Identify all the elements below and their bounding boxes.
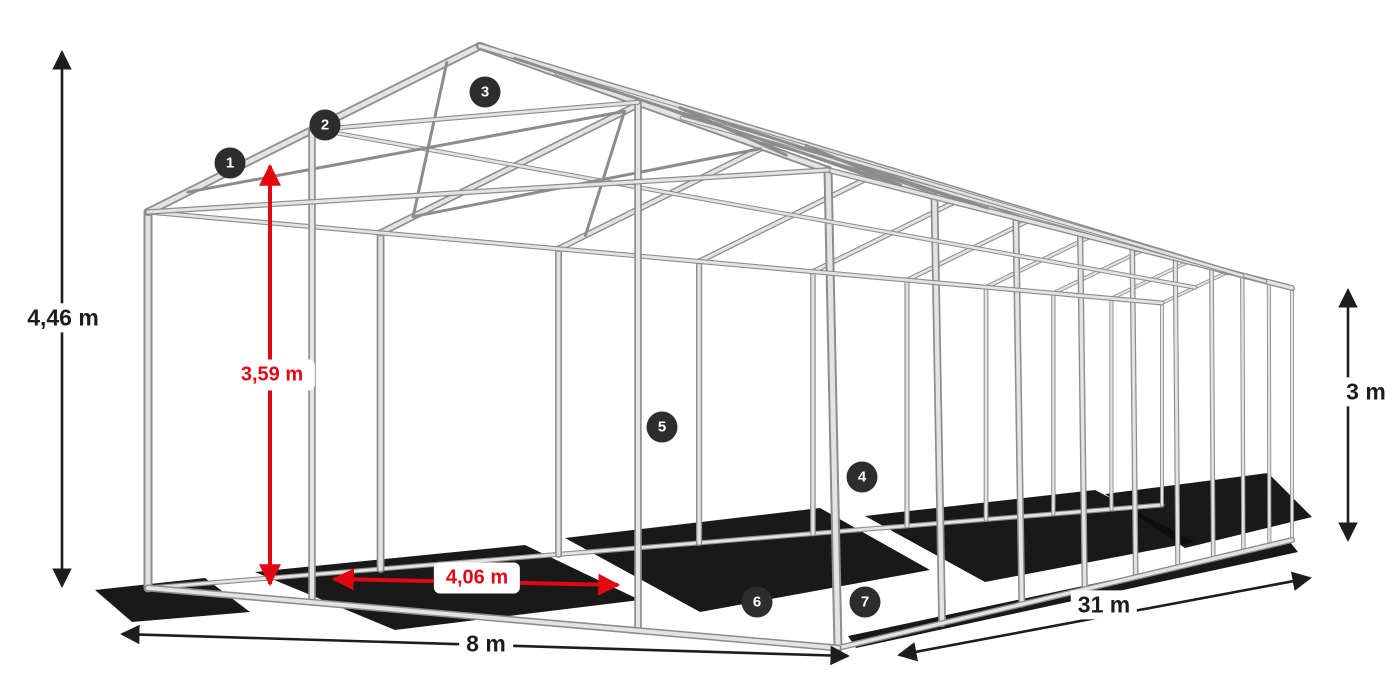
part-callout-2: 2 xyxy=(309,109,341,141)
dimension-label-width: 8 m xyxy=(459,629,513,659)
part-callout-7: 7 xyxy=(849,586,881,618)
dimension-label-length: 31 m xyxy=(1070,590,1138,620)
part-callout-5: 5 xyxy=(646,411,678,443)
part-callout-3: 3 xyxy=(469,76,501,108)
ground-shadows xyxy=(95,473,1312,648)
dimension-label-clearance-height: 3,59 m xyxy=(228,359,316,391)
part-callout-4: 4 xyxy=(846,461,878,493)
dimension-label-clearance-width: 4,06 m xyxy=(433,562,521,594)
part-callout-1: 1 xyxy=(214,147,246,179)
dimension-label-side-height: 3 m xyxy=(1339,377,1393,407)
dimension-label-total-height: 4,46 m xyxy=(20,303,106,333)
frame-wireframe xyxy=(143,41,1295,653)
part-callout-6: 6 xyxy=(741,586,773,618)
